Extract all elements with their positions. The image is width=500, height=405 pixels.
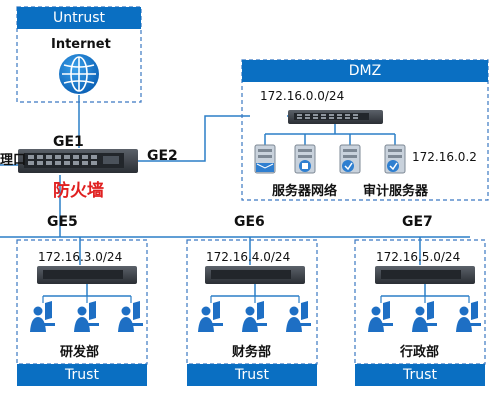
audit-server-label: 审计服务器	[363, 184, 429, 199]
switch-icon	[37, 266, 137, 284]
untrust-zone-bar	[17, 7, 141, 29]
link-firewall-dmz	[138, 115, 250, 162]
server-icon	[339, 144, 361, 174]
trust-zone-finance	[186, 239, 318, 386]
trust-zone-rd	[16, 239, 148, 386]
internet-label: Internet	[51, 37, 111, 52]
untrust-zone-title: Untrust	[52, 10, 106, 26]
users	[30, 296, 481, 332]
port-ge2: GE2	[147, 148, 178, 164]
port-ge7: GE7	[402, 214, 433, 230]
dept-rd-label: 研发部	[60, 345, 100, 360]
firewall-icon	[18, 149, 138, 173]
user-workstation-icon	[286, 296, 311, 332]
subnet-rd: 172.16.3.0/24	[38, 250, 123, 264]
server-icon	[254, 144, 276, 174]
user-workstation-icon	[242, 296, 267, 332]
subnet-finance: 172.16.4.0/24	[206, 250, 291, 264]
dept-finance-label: 财务部	[232, 345, 272, 360]
user-workstation-icon	[74, 296, 99, 332]
dmz-switch-icon	[288, 110, 383, 124]
trust-zone-bar	[355, 364, 485, 386]
trust-zone-bar	[187, 364, 317, 386]
dmz-server-ip: 172.16.0.2	[412, 150, 477, 164]
switch-icon	[205, 266, 305, 284]
links	[0, 95, 470, 265]
user-workstation-icon	[368, 296, 393, 332]
trust-zone-bar	[17, 364, 147, 386]
dmz-zone-title: DMZ	[348, 63, 382, 79]
mgmt-port-label: 理口	[0, 153, 27, 168]
subnet-admin: 172.16.5.0/24	[376, 250, 461, 264]
server-icon	[384, 144, 406, 174]
port-ge1: GE1	[53, 134, 84, 150]
globe-icon	[59, 54, 99, 94]
trust-label-finance: Trust	[235, 367, 269, 383]
switch-icon	[375, 266, 475, 284]
user-workstation-icon	[198, 296, 223, 332]
dept-admin-label: 行政部	[400, 345, 440, 360]
user-workstation-icon	[456, 296, 481, 332]
port-ge6: GE6	[234, 214, 265, 230]
user-workstation-icon	[412, 296, 437, 332]
trust-label-admin: Trust	[403, 367, 437, 383]
server-group-label: 服务器网络	[272, 184, 338, 199]
server-icon	[294, 144, 316, 174]
dmz-subnet: 172.16.0.0/24	[260, 89, 345, 103]
dmz-zone-bar	[242, 60, 488, 82]
port-ge5: GE5	[47, 214, 78, 230]
untrust-zone-box	[16, 6, 142, 103]
user-workstation-icon	[118, 296, 143, 332]
trust-label-rd: Trust	[65, 367, 99, 383]
user-workstation-icon	[30, 296, 55, 332]
firewall-label: 防火墙	[53, 181, 104, 201]
